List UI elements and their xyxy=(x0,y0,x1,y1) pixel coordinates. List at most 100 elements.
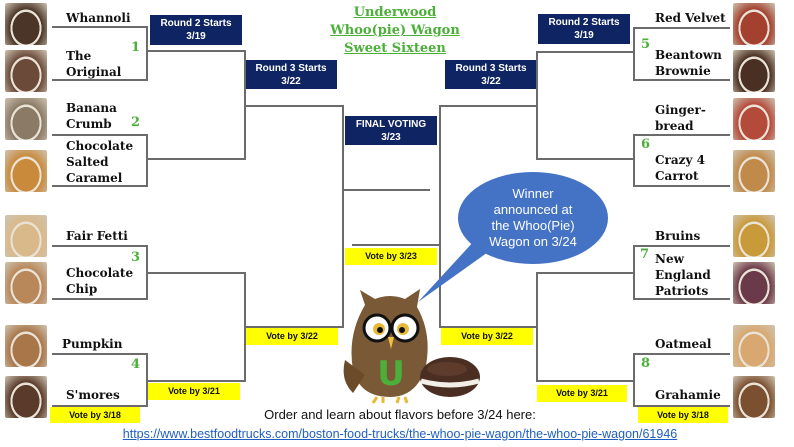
bubble-line: the Whoo(Pie) xyxy=(491,218,575,233)
order-link[interactable]: https://www.bestfoodtrucks.com/boston-fo… xyxy=(122,427,678,441)
bracket-line xyxy=(146,26,148,81)
seed-number: 5 xyxy=(641,37,651,52)
title-line: Whoo(pie) Wagon xyxy=(330,23,460,38)
round2-left-header: Round 2 Starts 3/19 xyxy=(150,15,242,45)
bracket-line xyxy=(146,380,245,382)
bracket-line xyxy=(536,51,538,160)
bracket-line xyxy=(52,298,148,300)
header-line: 3/22 xyxy=(481,76,501,87)
name-line: Grahamie xyxy=(655,388,721,402)
bubble-line: announced at xyxy=(493,202,573,217)
vote-label-final: Vote by 3/23 xyxy=(345,248,437,265)
owl-mascot: U xyxy=(343,289,480,404)
bracket-title: Underwood Whoo(pie) Wagon Sweet Sixteen xyxy=(300,4,490,58)
bracket-line xyxy=(633,134,635,187)
header-line: Round 3 Starts xyxy=(455,63,527,74)
whoopie-pie-photo xyxy=(5,325,47,367)
whoopie-pie-photo xyxy=(5,3,47,45)
vote-label-round1-right: Vote by 3/18 xyxy=(638,407,728,423)
title-line: Sweet Sixteen xyxy=(344,41,446,56)
vote-label-round2-left: Vote by 3/21 xyxy=(148,383,240,400)
whoopie-pie-photo xyxy=(733,262,775,304)
whoopie-pie-photo xyxy=(5,150,47,192)
name-line: Pumpkin xyxy=(62,337,123,351)
name-line: Fair Fetti xyxy=(66,229,128,243)
final-voting-header: FINAL VOTING 3/23 xyxy=(345,116,437,145)
whoopie-pie-photo xyxy=(733,325,775,367)
seed-number: 8 xyxy=(641,356,651,371)
seed-number: 4 xyxy=(131,357,141,372)
name-line: Whannoli xyxy=(66,11,131,25)
final-line-right xyxy=(352,244,441,246)
bracket-line xyxy=(52,353,148,355)
name-line: Caramel xyxy=(66,171,123,185)
bracket-line xyxy=(536,380,635,382)
seed-number: 3 xyxy=(131,250,141,265)
header-line: Round 3 Starts xyxy=(255,63,327,74)
team-name: Whannoli xyxy=(66,10,131,26)
round3-right-header: Round 3 Starts 3/22 xyxy=(445,60,537,89)
name-line: Red Velvet xyxy=(655,11,726,25)
bracket-line xyxy=(146,134,148,187)
bracket-line xyxy=(633,245,730,247)
name-line: Salted xyxy=(66,155,109,169)
bracket-line xyxy=(342,105,344,328)
name-line: Crazy 4 xyxy=(655,153,705,167)
name-line: Oatmeal xyxy=(655,337,712,351)
whoopie-pie-photo xyxy=(733,3,775,45)
team-name: Red Velvet xyxy=(655,10,726,26)
winner-announcement-bubble: Winner announced at the Whoo(Pie) Wagon … xyxy=(458,172,608,264)
team-name: Grahamie xyxy=(655,387,721,403)
name-line: bread xyxy=(655,119,694,133)
whoopie-pie-photo xyxy=(5,376,47,418)
whoopie-pie-photo xyxy=(733,150,775,192)
bracket-line xyxy=(146,158,245,160)
seed-number: 7 xyxy=(640,247,650,262)
name-line: Patriots xyxy=(655,284,709,298)
vote-label-round2-right: Vote by 3/21 xyxy=(537,385,627,402)
header-line: 3/19 xyxy=(574,30,594,41)
seed-number: 1 xyxy=(131,40,141,55)
whoopie-pie-photo xyxy=(733,50,775,92)
whoopie-pie-photo xyxy=(733,376,775,418)
name-line: S'mores xyxy=(66,388,120,402)
bracket-line xyxy=(52,134,148,136)
header-line: 3/19 xyxy=(186,31,206,42)
owl-body xyxy=(343,289,428,404)
name-line: The xyxy=(66,49,92,63)
bracket-line xyxy=(52,405,148,407)
team-name: S'mores xyxy=(66,387,120,403)
name-line: Original xyxy=(66,65,122,79)
whoopie-pie-photo xyxy=(5,50,47,92)
title-line: Underwood xyxy=(353,5,437,20)
bracket-line xyxy=(244,326,343,328)
bracket-line xyxy=(439,105,441,328)
whoopie-pie-photo xyxy=(5,215,47,257)
bracket-line xyxy=(52,26,148,28)
team-name: Ginger-bread xyxy=(655,102,706,134)
owl-letter: U xyxy=(377,354,405,394)
bracket-line xyxy=(633,245,635,300)
name-line: Chocolate xyxy=(66,266,134,280)
header-line: Round 2 Starts xyxy=(160,18,232,29)
bracket-line xyxy=(52,245,148,247)
bracket-line xyxy=(536,272,538,382)
header-line: FINAL VOTING xyxy=(355,119,427,130)
bracket-line xyxy=(439,105,538,107)
bracket-line xyxy=(633,27,730,29)
team-name: Fair Fetti xyxy=(66,228,128,244)
whoopie-pie-photo xyxy=(5,262,47,304)
bracket-line xyxy=(633,405,730,407)
team-name: Oatmeal xyxy=(655,336,711,352)
team-name: Pumpkin xyxy=(62,336,122,352)
name-line: Crumb xyxy=(66,117,112,131)
name-line: Chocolate xyxy=(66,139,134,153)
final-line-left xyxy=(342,189,430,191)
bracket-line xyxy=(633,134,730,136)
